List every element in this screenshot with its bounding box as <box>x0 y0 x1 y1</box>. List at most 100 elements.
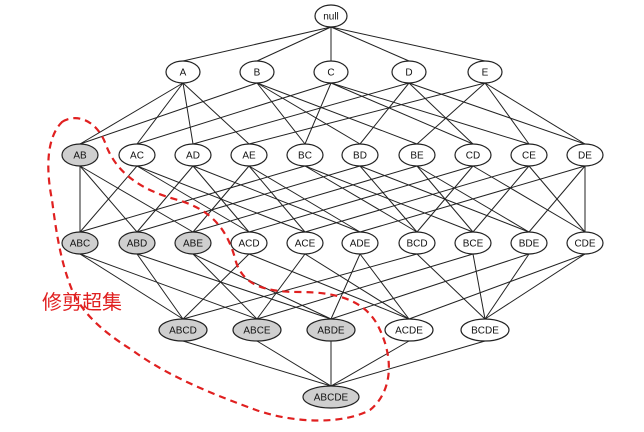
node-ellipse <box>467 60 503 84</box>
edge-CD-CDE <box>472 165 586 233</box>
edge-BCD-ABCD <box>182 253 418 320</box>
node-abcd: ABCD <box>158 318 208 342</box>
edge-ABD-ABDE <box>136 253 332 320</box>
node-ade: ADE <box>341 231 379 255</box>
edge-ACE-ABCE <box>256 253 306 320</box>
node-ellipse <box>391 60 427 84</box>
edges-layer <box>79 26 586 387</box>
node-label: BDE <box>519 239 540 250</box>
node-ellipse <box>230 231 268 255</box>
node-ellipse <box>165 60 201 84</box>
node-label: ABD <box>127 239 148 250</box>
edge-B-BC <box>256 82 306 145</box>
node-bde: BDE <box>510 231 548 255</box>
edge-B-AB <box>79 82 258 145</box>
edge-BCD-BCDE <box>416 253 486 320</box>
node-label: A <box>180 68 187 79</box>
node-label: DE <box>578 151 592 162</box>
node-ellipse <box>158 318 208 342</box>
node-ellipse <box>384 318 434 342</box>
node-ellipse <box>230 143 268 167</box>
edge-null-E <box>330 26 486 62</box>
node-label: AE <box>242 151 256 162</box>
edge-AE-ABE <box>192 165 250 233</box>
edge-E-AE <box>248 82 486 145</box>
node-ellipse <box>174 143 212 167</box>
node-ellipse <box>174 231 212 255</box>
node-ellipse <box>313 60 349 84</box>
node-ellipse <box>398 231 436 255</box>
edge-D-BD <box>359 82 410 145</box>
edge-CD-ACD <box>248 165 474 233</box>
edge-C-AC <box>136 82 332 145</box>
node-abe: ABE <box>174 231 212 255</box>
node-ellipse <box>460 318 510 342</box>
node-label: ABC <box>70 239 91 250</box>
node-ellipse <box>454 143 492 167</box>
edge-C-CD <box>330 82 474 145</box>
edge-CE-ACE <box>304 165 530 233</box>
edge-E-DE <box>484 82 586 145</box>
edge-C-CE <box>330 82 530 145</box>
edge-BD-ABD <box>136 165 361 233</box>
node-ellipse <box>286 231 324 255</box>
node-ellipse <box>566 231 604 255</box>
edge-CE-BCE <box>472 165 530 233</box>
node-cd: CD <box>454 143 492 167</box>
node-label: C <box>327 68 334 79</box>
node-ellipse <box>286 143 324 167</box>
edge-B-BE <box>256 82 418 145</box>
node-bcde: BCDE <box>460 318 510 342</box>
node-ad: AD <box>174 143 212 167</box>
node-label: ACDE <box>395 326 423 337</box>
node-abcde: ABCDE <box>302 385 360 409</box>
node-de: DE <box>566 143 604 167</box>
node-ellipse <box>61 231 99 255</box>
node-label: BE <box>410 151 424 162</box>
node-label: BD <box>353 151 367 162</box>
edge-null-A <box>182 26 332 62</box>
prune-superset-label: 修剪超集 <box>42 290 122 314</box>
node-d: D <box>391 60 427 84</box>
edge-ABCD-ABCDE <box>182 340 332 387</box>
edge-AD-ABD <box>136 165 194 233</box>
edge-BC-ABC <box>79 165 306 233</box>
node-a: A <box>165 60 201 84</box>
node-ellipse <box>341 231 379 255</box>
node-null: null <box>314 4 348 28</box>
node-label: ADE <box>350 239 371 250</box>
node-label: ABCE <box>243 326 271 337</box>
node-cde: CDE <box>566 231 604 255</box>
node-ae: AE <box>230 143 268 167</box>
node-label: ACE <box>295 239 316 250</box>
edge-DE-ADE <box>359 165 586 233</box>
node-label: ABE <box>183 239 203 250</box>
node-label: BCE <box>463 239 484 250</box>
edge-ABCE-ABCDE <box>256 340 332 387</box>
edge-CDE-ACDE <box>408 253 586 320</box>
node-acd: ACD <box>230 231 268 255</box>
node-label: ABDE <box>317 326 345 337</box>
node-ace: ACE <box>286 231 324 255</box>
edge-CD-BCD <box>416 165 474 233</box>
edge-BCE-BCDE <box>472 253 486 320</box>
edge-C-BC <box>304 82 332 145</box>
node-label: AB <box>73 151 87 162</box>
edge-AE-ACE <box>248 165 306 233</box>
edge-DE-BDE <box>528 165 586 233</box>
edge-BDE-BCDE <box>484 253 530 320</box>
node-ellipse <box>398 143 436 167</box>
edge-ABC-ABCE <box>79 253 258 320</box>
edge-BD-BCD <box>359 165 418 233</box>
node-bcd: BCD <box>398 231 436 255</box>
node-label: E <box>482 68 489 79</box>
node-ellipse <box>118 231 156 255</box>
node-label: CD <box>466 151 480 162</box>
node-ellipse <box>566 143 604 167</box>
edge-null-D <box>330 26 410 62</box>
node-ellipse <box>510 143 548 167</box>
edge-ABE-ABCE <box>192 253 258 320</box>
